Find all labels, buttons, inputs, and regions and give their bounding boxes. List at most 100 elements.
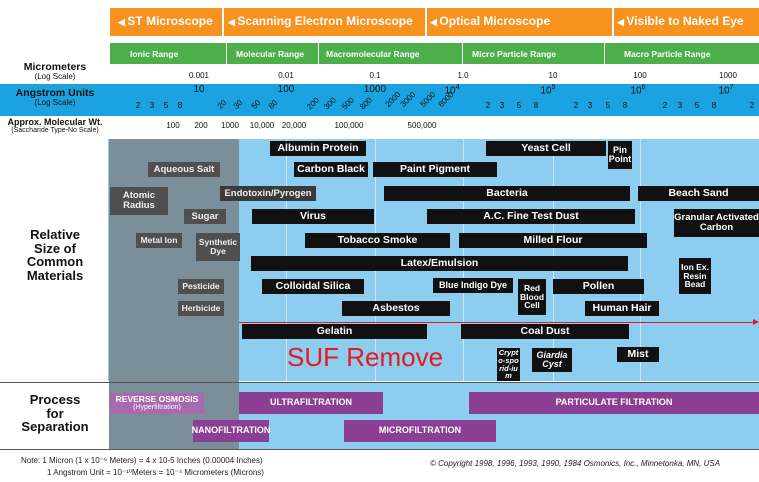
macro-particle-range-label: Macro Particle Range [624,49,711,59]
angstrom-major-tick: 107 [718,84,734,97]
green-div-4 [604,43,605,64]
paint-pigment: Paint Pigment [373,162,497,177]
angstrom-band [0,84,759,116]
angstrom-minor-tick: 2 [662,101,668,110]
materials-left-panel [0,139,108,381]
gridline [375,139,376,449]
st-microscope-label: ◀ ST Microscope [118,14,213,28]
optical-microscope-label: ◀ Optical Microscope [430,14,551,28]
angstrom-minor-tick: 2 [573,101,579,110]
angstrom-exponent: 5 [551,84,556,91]
process-top-rule [0,382,759,383]
angstrom-major-tick: 100 [277,84,295,95]
metal-ion: Metal Ion [136,233,182,248]
red-blood-cell: Red Blood Cell [518,279,546,315]
gridline [286,139,287,449]
divider-2 [425,8,427,36]
particulate-filtration: PARTICULATE FILTRATION [469,392,759,414]
molecular-weight-tick: 100,000 [334,121,364,130]
giardia-cyst: Giardia Cyst [532,348,572,372]
micrometer-tick-label: 0.01 [278,71,294,80]
synthetic-dye: Synthetic Dye [196,233,240,261]
angstrom-minor-tick: 5 [605,101,611,110]
molecular-weight-label: Approx. Molecular Wt. (Saccharide Type-N… [7,117,103,135]
sugar: Sugar [184,209,226,224]
macromolecular-range-label: Macromolecular Range [326,49,420,59]
angstrom-minor-tick: 8 [711,101,717,110]
virus: Virus [252,209,374,224]
herbicide: Herbicide [178,301,224,316]
molecular-weight-tick: 100 [166,121,180,130]
molecular-range-label: Molecular Range [236,49,305,59]
angstrom-exponent: 4 [455,84,460,91]
human-hair: Human Hair [585,301,659,316]
ac-fine-test-dust: A.C. Fine Test Dust [427,209,635,224]
gelatin: Gelatin [242,324,427,339]
ion-exchange-resin-bead: Ion Ex. Resin Bead [679,258,711,294]
process-section-label: Process for Separation [21,392,89,435]
angstrom-minor-tick: 8 [533,101,539,110]
aqueous-salt: Aqueous Salt [148,162,220,177]
micrometers-label: Micrometers (Log Scale) [23,61,87,82]
angstrom-minor-tick: 3 [677,101,683,110]
pin-point: Pin Point [608,141,632,169]
molecular-weight-tick: 20,000 [281,121,307,130]
ultrafiltration: ULTRAFILTRATION [239,392,383,414]
angstrom-major-tick: 1000 [363,84,387,95]
beach-sand: Beach Sand [638,186,759,201]
green-div-3 [462,43,463,64]
coal-dust: Coal Dust [461,324,629,339]
molecular-weight-tick: 200 [194,121,208,130]
green-div-2 [318,43,319,64]
suf-remove-annotation: SUF Remove [287,342,444,372]
blue-indigo-dye: Blue Indigo Dye [433,278,513,293]
angstrom-minor-tick: 8 [177,101,183,110]
angstrom-exponent: 6 [641,84,646,91]
milled-flour: Milled Flour [459,233,647,248]
angstrom-minor-tick: 5 [163,101,169,110]
asbestos: Asbestos [342,301,450,316]
granular-activated-carbon: Granular Activated Carbon [674,209,759,237]
angstrom-minor-tick: 5 [516,101,522,110]
naked-eye-label: ◀ Visible to Naked Eye [617,14,744,28]
divider-3 [612,8,614,36]
gridline [463,139,464,449]
microscope-range-bar [110,8,759,36]
reverse-osmosis: REVERSE OSMOSIS (Hyperfiltration) [110,393,204,414]
particle-range-bar [110,43,759,64]
suf-remove-line [239,322,755,323]
micrometer-tick-label: 0.001 [188,71,210,80]
micrometer-tick-label: 1000 [719,71,737,80]
colloidal-silica: Colloidal Silica [262,279,364,294]
angstrom-minor-tick: 3 [587,101,593,110]
micro-particle-range-label: Micro Particle Range [472,49,557,59]
nanofiltration: NANOFILTRATION [192,420,270,442]
micrometer-tick-label: 0.1 [369,71,381,80]
angstrom-minor-tick: 2 [485,101,491,110]
angstrom-major-tick: 10 [193,84,205,95]
angstrom-minor-tick: 8 [622,101,628,110]
note-line-2: 1 Angstrom Unit = 10⁻¹⁰Meters = 10⁻⁴ Mic… [47,468,264,477]
suf-remove-arrowhead [753,319,759,325]
sem-label: ◀ Scanning Electron Microscope [228,14,413,28]
note-line-1: Note: 1 Micron (1 x 10⁻⁶ Meters) = 4 x 1… [21,456,263,465]
cryptosporidium: Crypto-sporid-ium [497,347,520,381]
divider-1 [222,8,224,36]
micrometer-tick-label: 1.0 [457,71,469,80]
angstrom-major-tick: 106 [630,84,646,97]
molecular-weight-tick: 500,000 [407,121,437,130]
yeast-cell: Yeast Cell [486,141,606,156]
latex-emulsion: Latex/Emulsion [251,256,628,271]
ionic-range-label: Ionic Range [130,49,179,59]
materials-section-label: Relative Size of Common Materials [26,227,84,283]
albumin-protein: Albumin Protein [270,141,366,156]
angstrom-minor-tick: 2 [749,101,755,110]
process-bottom-rule [0,449,759,450]
molecular-weight-tick: 10,000 [249,121,275,130]
green-div-1 [226,43,227,64]
molecular-weight-tick: 1000 [221,121,239,130]
pesticide: Pesticide [178,279,224,294]
gridline [553,139,554,449]
angstrom-minor-tick: 3 [499,101,505,110]
tobacco-smoke: Tobacco Smoke [305,233,450,248]
